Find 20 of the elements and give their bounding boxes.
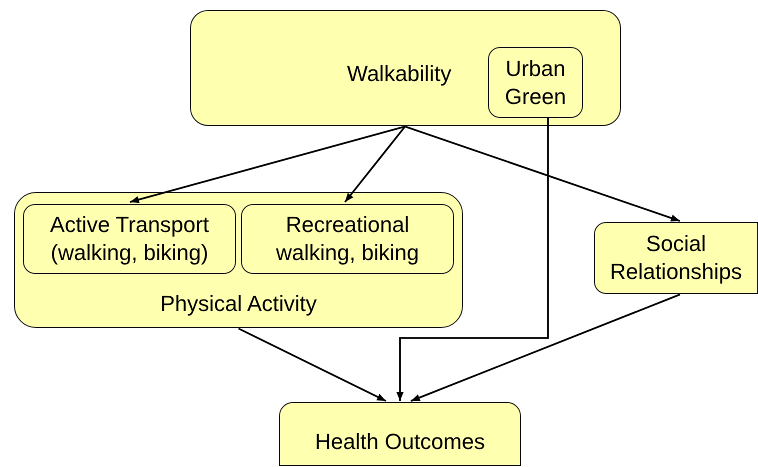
arrow (404, 126, 680, 222)
group-box (14, 192, 463, 328)
arrow (238, 328, 386, 402)
node-label: Active Transport (walking, biking) (49, 211, 210, 267)
process-box (279, 402, 521, 466)
process-box (594, 222, 758, 294)
arrow (410, 294, 680, 402)
node-label: Recreational walking, biking (274, 211, 420, 267)
arrow (344, 126, 406, 203)
arrow (130, 126, 406, 204)
arrow (396, 118, 549, 401)
node-label: Social Relationships (608, 230, 744, 286)
node-label: Walkability (347, 61, 452, 86)
process-box (241, 204, 454, 274)
node-label: Urban Green (504, 54, 568, 110)
process-box (488, 47, 583, 118)
process-box (23, 204, 236, 274)
node-label: Physical Activity (160, 291, 317, 316)
node-label: Health Outcomes (315, 429, 485, 454)
group-box (190, 10, 621, 126)
